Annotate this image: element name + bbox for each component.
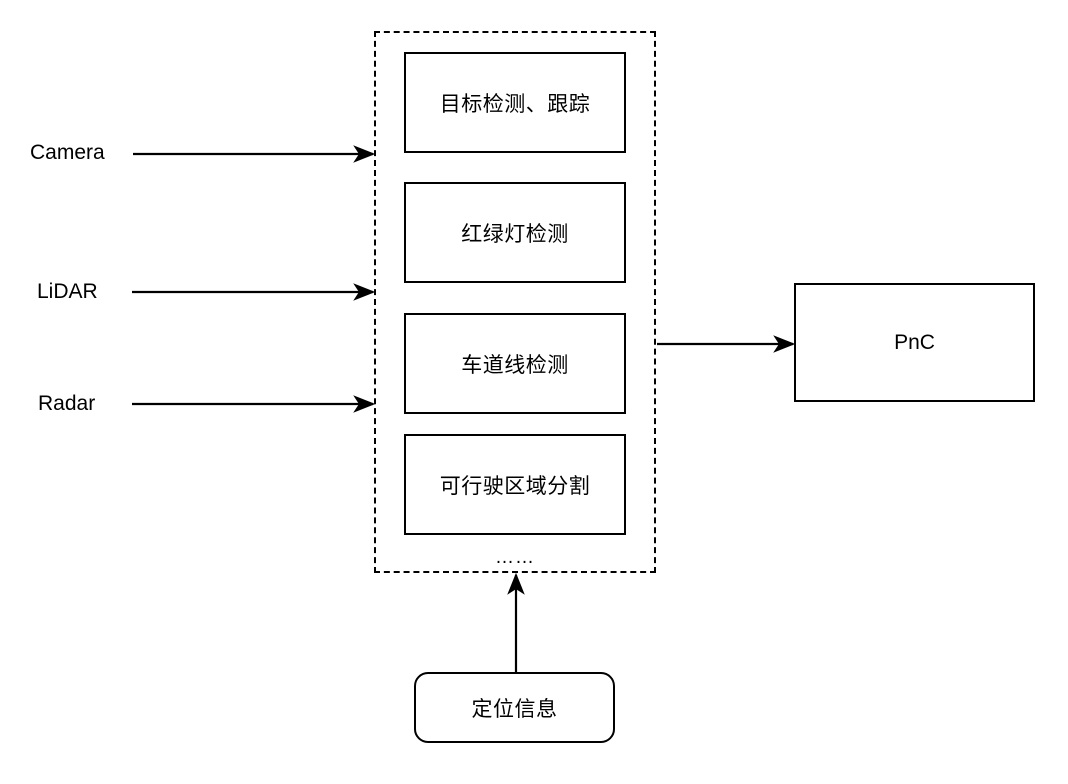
module-box-object-detection[interactable]: 目标检测、跟踪: [404, 52, 626, 153]
localization-box[interactable]: 定位信息: [414, 672, 615, 743]
module-box-drivable-area-segmentation[interactable]: 可行驶区域分割: [404, 434, 626, 535]
module-list-ellipsis: ……: [495, 546, 535, 568]
output-box-pnc[interactable]: PnC: [794, 283, 1035, 402]
module-label: 车道线检测: [461, 353, 569, 377]
source-label-lidar: LiDAR: [37, 280, 98, 303]
module-label: 红绿灯检测: [461, 222, 569, 246]
module-label: 目标检测、跟踪: [439, 92, 591, 116]
module-box-lane-detection[interactable]: 车道线检测: [404, 313, 626, 414]
module-box-traffic-light-detection[interactable]: 红绿灯检测: [404, 182, 626, 283]
perception-modules-group: [374, 31, 656, 573]
module-label: 可行驶区域分割: [439, 474, 591, 498]
output-box-label: PnC: [894, 330, 935, 354]
source-label-camera: Camera: [30, 141, 105, 164]
localization-box-label: 定位信息: [471, 697, 558, 721]
source-label-radar: Radar: [38, 392, 96, 415]
